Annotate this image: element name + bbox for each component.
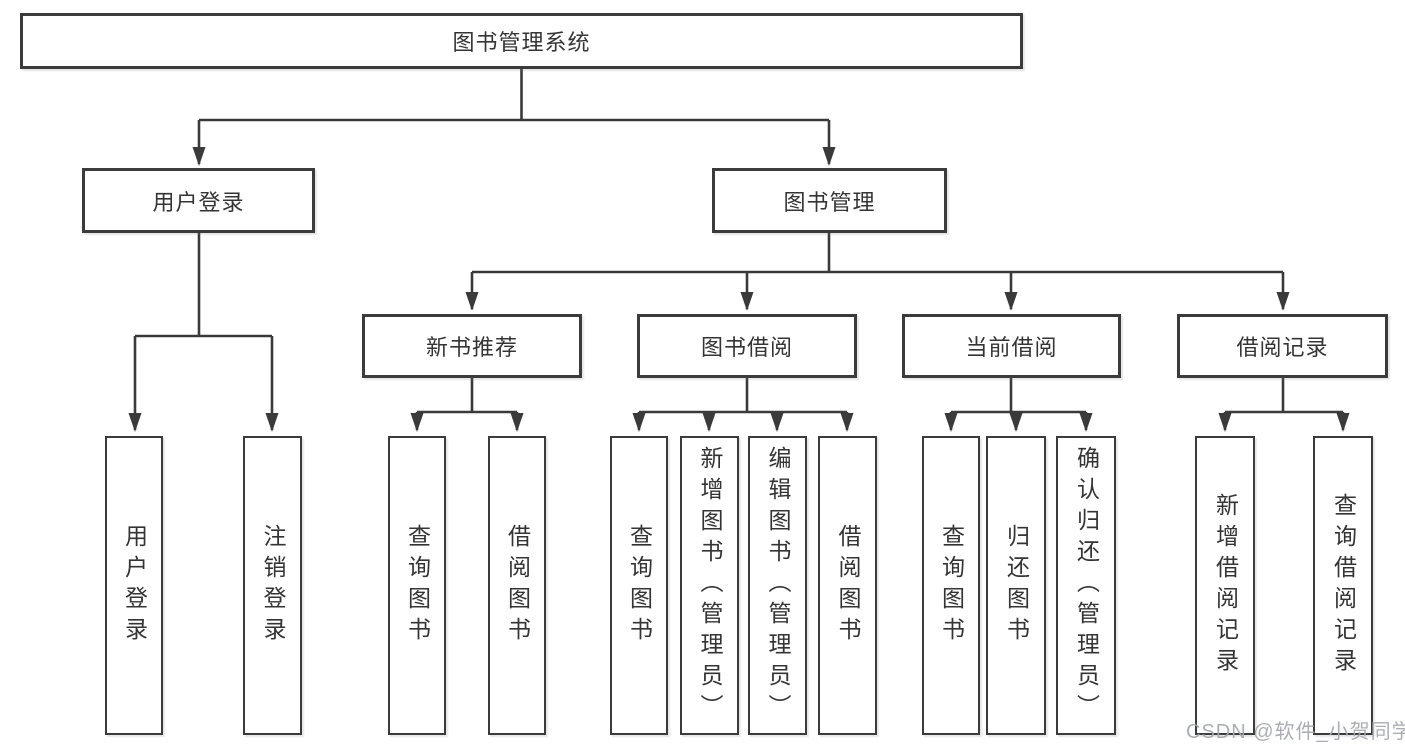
leaf-label: 查询图书 [626, 523, 653, 648]
leaf-query-books-borrow: 查询图书 [610, 436, 668, 735]
node-label: 图书管理系统 [452, 30, 591, 55]
leaf-return-books: 归还图书 [986, 436, 1046, 735]
leaf-user-login: 用户登录 [105, 436, 163, 735]
leaf-edit-books-admin: 编辑图书（管理员） [748, 436, 807, 735]
node-book-management: 图书管理 [712, 168, 947, 233]
node-label: 新书推荐 [425, 335, 518, 360]
node-borrowing-records: 借阅记录 [1177, 314, 1388, 378]
node-user-login: 用户登录 [82, 168, 315, 233]
node-new-book-recommend: 新书推荐 [362, 314, 582, 378]
leaf-label: 编辑图书（管理员） [765, 446, 791, 725]
leaf-label: 查询借阅记录 [1330, 492, 1357, 679]
leaf-label: 新增借阅记录 [1212, 492, 1239, 679]
leaf-label: 新增图书（管理员） [697, 446, 723, 725]
node-label: 图书借阅 [700, 335, 793, 360]
leaf-query-books-current: 查询图书 [922, 436, 980, 735]
node-label: 图书管理 [783, 189, 876, 215]
node-book-borrowing: 图书借阅 [637, 314, 857, 378]
leaf-label: 查询图书 [938, 523, 965, 648]
leaf-label: 借阅图书 [504, 523, 531, 648]
leaf-query-borrow-record: 查询借阅记录 [1313, 436, 1373, 735]
node-label: 当前借阅 [965, 335, 1058, 360]
node-root-system: 图书管理系统 [20, 13, 1023, 69]
leaf-borrow-books: 借阅图书 [818, 436, 877, 735]
node-label: 用户登录 [152, 189, 245, 215]
leaf-label: 查询图书 [404, 523, 431, 648]
leaf-logout: 注销登录 [243, 436, 302, 735]
leaf-label: 借阅图书 [835, 523, 861, 648]
leaf-label: 用户登录 [121, 523, 148, 648]
leaf-label: 确认归还（管理员） [1073, 446, 1100, 725]
leaf-query-books-recommend: 查询图书 [388, 436, 446, 735]
leaf-label: 注销登录 [260, 523, 286, 648]
leaf-add-borrow-record: 新增借阅记录 [1195, 436, 1255, 735]
csdn-watermark: CSDN @软件_小贺同学 [1186, 721, 1405, 743]
leaf-label: 归还图书 [1003, 523, 1030, 648]
leaf-borrow-books-recommend: 借阅图书 [488, 436, 546, 735]
node-label: 借阅记录 [1236, 335, 1329, 360]
leaf-confirm-return-admin: 确认归还（管理员） [1056, 436, 1116, 735]
node-current-borrowing: 当前借阅 [902, 314, 1121, 378]
leaf-add-books-admin: 新增图书（管理员） [680, 436, 739, 735]
